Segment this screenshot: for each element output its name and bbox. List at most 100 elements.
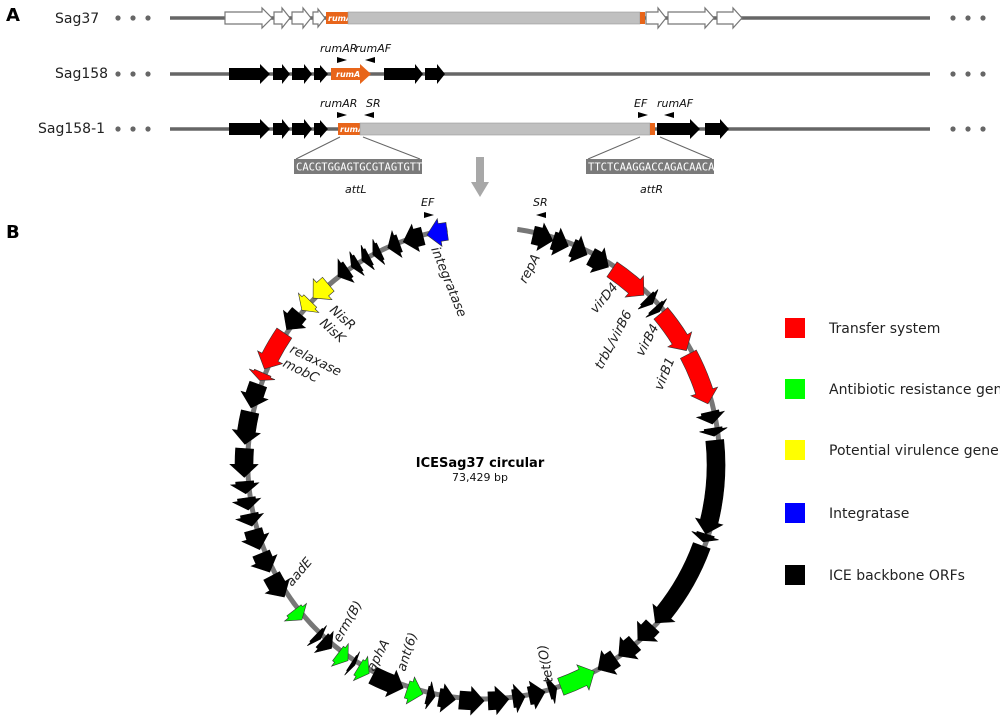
circle-EF-label: EF xyxy=(421,196,435,209)
sag158-rumA-arrow xyxy=(331,64,371,84)
attR-callout: TTCTCAAGGACCAGACAACA attR xyxy=(586,136,715,196)
gene-arrow-relaxase xyxy=(257,327,293,370)
sag37-rumA-label: rumA xyxy=(328,14,352,23)
gene-arrow-orf-36 xyxy=(349,251,365,276)
sag37-ice-insert xyxy=(347,11,641,25)
sag158-rumAR-primer-icon xyxy=(337,57,347,63)
sag37-left-orfs xyxy=(224,6,326,30)
gene-arrow-mobC xyxy=(248,368,276,381)
gene-arrow-orf-38 xyxy=(372,239,386,265)
sag158-1-rumA-label: rumA xyxy=(340,125,364,134)
label-tetO: tet(O) xyxy=(535,643,556,684)
gene-arrow-aphA xyxy=(352,655,370,682)
legend-swatch-antibiotic xyxy=(785,379,805,399)
circle-genes xyxy=(229,217,728,716)
attR-label: attR xyxy=(640,183,663,196)
gene-arrow-orf-14 xyxy=(546,676,558,704)
attL-callout: CACGTGGAGTGCGTAGTGTT attL xyxy=(294,136,423,196)
circle-EF-primer-icon xyxy=(424,212,434,218)
gene-arrow-orf-31 xyxy=(229,447,259,478)
gene-arrow-orf-5 xyxy=(637,289,659,310)
sag158-1-ice-insert xyxy=(359,122,651,136)
label-aadE: aadE xyxy=(284,555,317,590)
gene-arrow-orf-29 xyxy=(231,496,262,511)
sag158-rumAR-label: rumAR xyxy=(320,42,357,55)
gene-arrow-virD4 xyxy=(606,261,645,298)
gene-arrow-orf-23 xyxy=(313,630,334,654)
sag158-orfs xyxy=(229,64,445,84)
gene-arrow-orf-40 xyxy=(402,223,426,253)
attL-sequence: CACGTGGAGTGCGTAGTGTT xyxy=(296,162,423,174)
sag37-right-orfs xyxy=(645,6,743,30)
gene-arrow-orf-17 xyxy=(487,685,510,716)
legend-label-integratase: Integratase xyxy=(829,506,909,522)
circle-SR-primer-icon xyxy=(536,212,546,218)
gene-arrow-orf-20 xyxy=(424,681,436,710)
gene-arrow-orf-37 xyxy=(360,244,375,270)
label-virB1: virB1 xyxy=(652,355,679,392)
excision-arrow-icon xyxy=(471,157,489,197)
gene-arrow-orf-16 xyxy=(511,683,526,714)
label-ant6: ant(6) xyxy=(395,631,422,673)
gene-arrow-orf-8 xyxy=(694,439,726,535)
gene-arrow-orf-13 xyxy=(597,650,621,675)
gene-arrow-orf-4 xyxy=(586,247,609,273)
gene-arrow-orf-10 xyxy=(652,542,711,624)
gene-arrow-orf-repA-1 xyxy=(530,222,554,252)
circle-size: 73,429 bp xyxy=(452,471,508,484)
track-label-sag158: Sag158 xyxy=(55,66,108,82)
ellipsis-dots xyxy=(115,15,986,132)
gene-arrow-orf-30 xyxy=(229,480,260,495)
label-aphA: aphA xyxy=(364,637,393,673)
sag158-1-rumA-3prime xyxy=(650,123,655,135)
track-sag37: rumA xyxy=(170,6,930,30)
legend-swatch-transfer xyxy=(785,318,805,338)
sag158-1-SR-label: SR xyxy=(366,97,381,110)
label-trbL-virB6: trbL/virB6 xyxy=(592,308,635,372)
sag158-1-orfs-right xyxy=(657,119,729,139)
legend-label-virulence: Potential virulence gene xyxy=(829,443,999,459)
label-repA: repA xyxy=(516,252,544,286)
sag37-rumA-3prime xyxy=(640,12,645,24)
label-ermB: erm(B) xyxy=(330,598,366,645)
sag158-1-rumAF-label: rumAF xyxy=(657,97,694,110)
label-integratase: integratase xyxy=(427,245,469,320)
gene-arrow-orf-15 xyxy=(526,680,546,710)
gene-arrow-ant6 xyxy=(403,676,424,705)
gene-arrow-virB4 xyxy=(653,307,693,351)
circular-map: ICESag37 circular 73,429 bp EF SR integr… xyxy=(229,196,728,716)
gene-arrow-integratase xyxy=(426,217,449,247)
track-sag158-1: rumA rumAR SR EF rumAF xyxy=(170,97,930,139)
sag158-rumAF-primer-icon xyxy=(365,57,375,63)
legend-label-antibiotic: Antibiotic resistance gene xyxy=(829,382,1000,398)
gene-arrow-orf-7 xyxy=(699,426,728,437)
legend-swatch-integratase xyxy=(785,503,805,523)
gene-arrow-orf-12 xyxy=(618,635,642,660)
gene-arrow-orf-22 xyxy=(344,651,360,676)
legend-swatch-backbone xyxy=(785,565,805,585)
gene-arrow-orf-26 xyxy=(250,549,278,573)
sag158-1-orfs-left xyxy=(229,119,328,139)
gene-arrow-orf-27 xyxy=(241,527,270,550)
gene-arrow-trbL-virB6 xyxy=(645,298,667,318)
panel-b-letter: B xyxy=(6,222,20,243)
gene-arrow-orf-6 xyxy=(695,409,726,425)
gene-arrow-orf-33 xyxy=(240,380,269,409)
sag158-1-SR-primer-icon xyxy=(364,112,374,118)
sag158-1-EF-primer-icon xyxy=(638,112,648,118)
gene-arrow-orf-18 xyxy=(458,686,485,716)
gene-arrow-orf-21 xyxy=(368,666,404,698)
gene-arrow-NisR xyxy=(312,276,335,300)
gene-arrow-orf-24 xyxy=(307,625,327,646)
sag158-rumAF-label: rumAF xyxy=(355,42,392,55)
circle-SR-label: SR xyxy=(533,196,548,209)
gene-arrow-orf-11 xyxy=(637,619,660,642)
legend-label-backbone: ICE backbone ORFs xyxy=(829,568,965,584)
legend-label-transfer: Transfer system xyxy=(828,321,940,337)
track-label-sag37: Sag37 xyxy=(55,11,99,27)
sag158-1-rumAF-primer-icon xyxy=(664,112,674,118)
gene-arrow-orf-repA-2 xyxy=(549,227,569,256)
attR-sequence-box xyxy=(586,159,714,174)
circle-title: ICESag37 circular xyxy=(416,456,545,471)
